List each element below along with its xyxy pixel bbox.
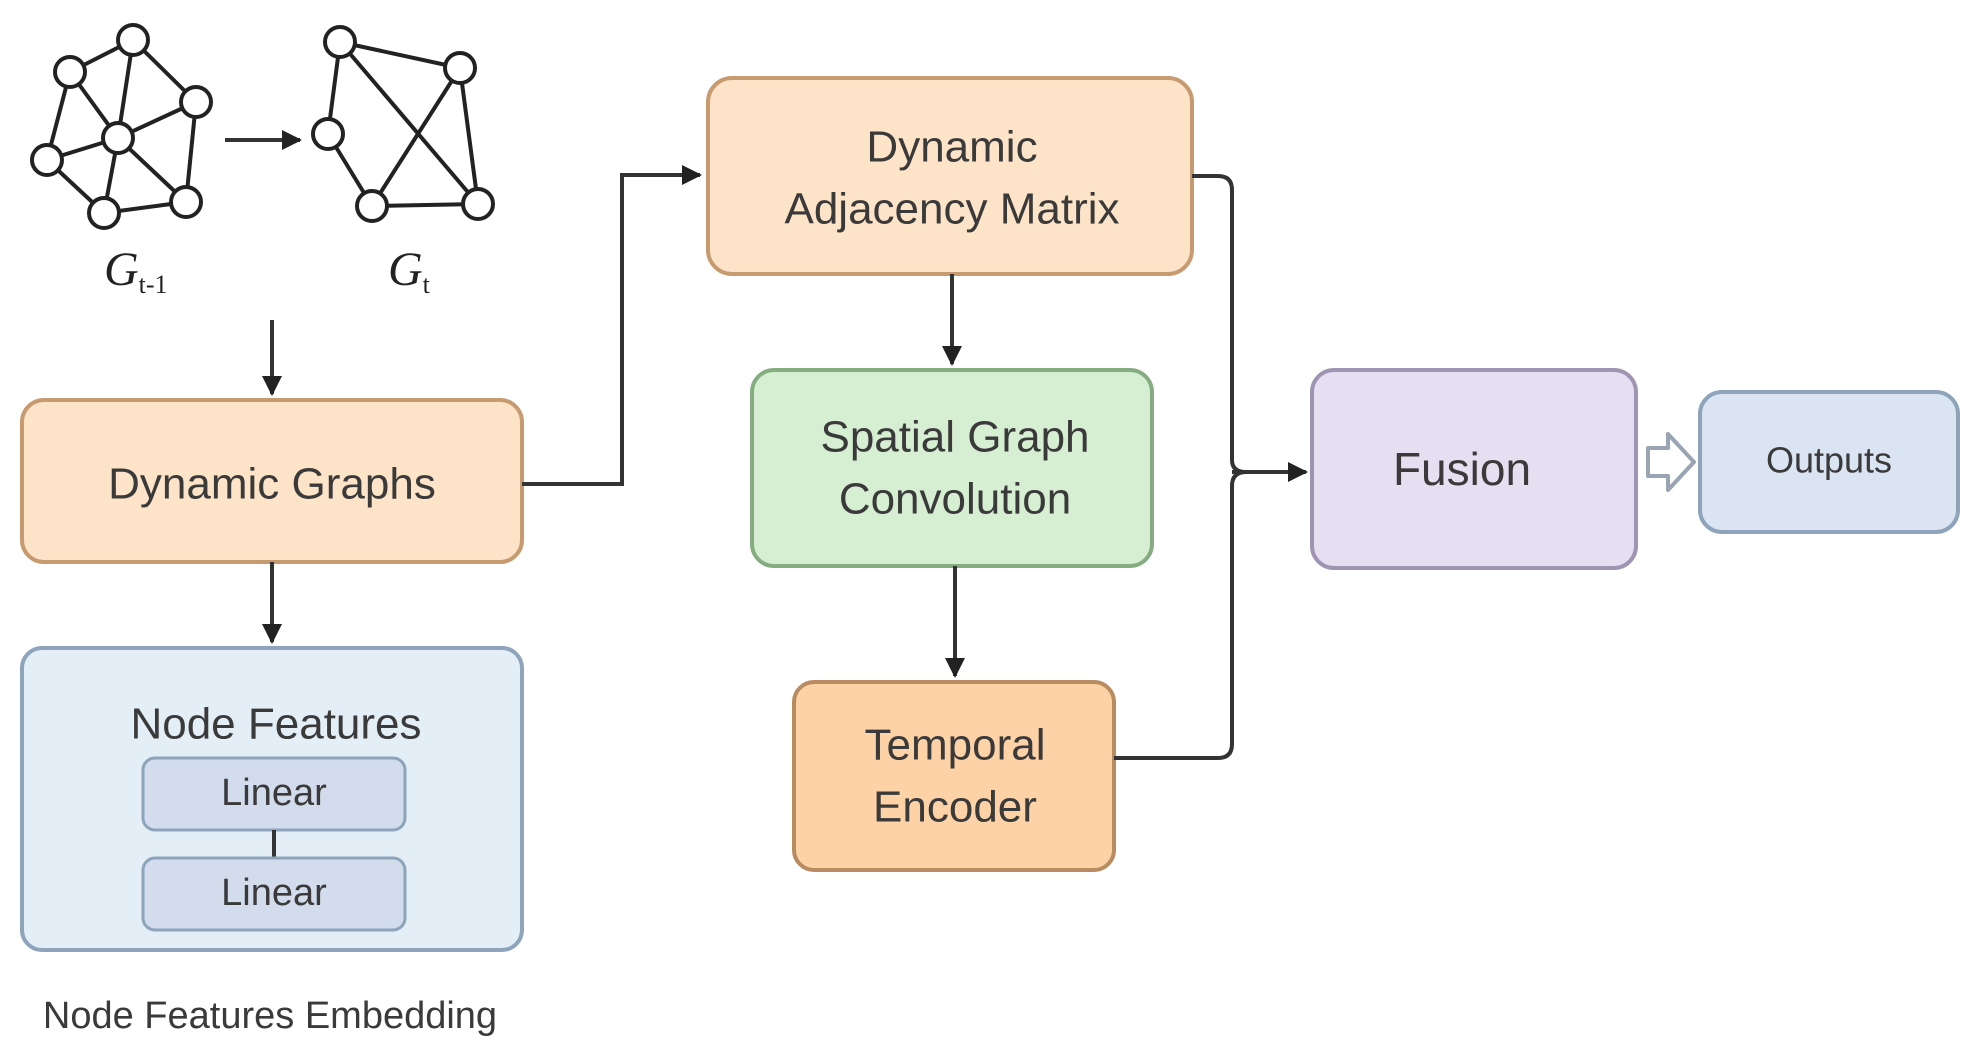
dynamic-graphs-to-adjacency-arrow xyxy=(522,165,702,486)
dynamic-graphs-label: Dynamic Graphs xyxy=(108,460,436,509)
fusion-to-outputs-arrow-icon xyxy=(1646,432,1696,492)
spatial-graph-convolution-box xyxy=(750,368,1154,568)
spatial-graph-convolution-label-line1: Spatial Graph xyxy=(820,413,1089,462)
adjacency-matrix-label-line1: Dynamic xyxy=(866,123,1037,172)
node-features-label: Node Features xyxy=(130,700,421,749)
graph-curr-icon xyxy=(311,25,495,223)
linear-layer-1-label: Linear xyxy=(221,772,327,814)
outputs-box xyxy=(1698,390,1960,534)
adjacency-to-fusion-connector xyxy=(1192,174,1247,474)
spatial-graph-convolution-label-line2: Convolution xyxy=(839,475,1071,524)
temporal-encoder-box xyxy=(792,680,1116,872)
adjacency-matrix-box xyxy=(706,76,1194,276)
graph-prev-label: Gt-1 xyxy=(104,243,168,299)
temporal-encoder-label-line2: Encoder xyxy=(873,783,1037,832)
temporal-encoder-label-line1: Temporal xyxy=(865,721,1046,770)
linear-layer-2 xyxy=(141,856,407,932)
linear-layer-2-label: Linear xyxy=(221,872,327,914)
node-features-embedding-caption: Node Features Embedding xyxy=(43,995,497,1037)
adjacency-matrix-label-line2: Adjacency Matrix xyxy=(784,185,1119,234)
outputs-label: Outputs xyxy=(1766,440,1892,481)
graph-curr-label: Gt xyxy=(388,243,431,299)
graph-prev-icon xyxy=(30,23,213,230)
fusion-box xyxy=(1310,368,1638,570)
fusion-label: Fusion xyxy=(1393,443,1531,495)
